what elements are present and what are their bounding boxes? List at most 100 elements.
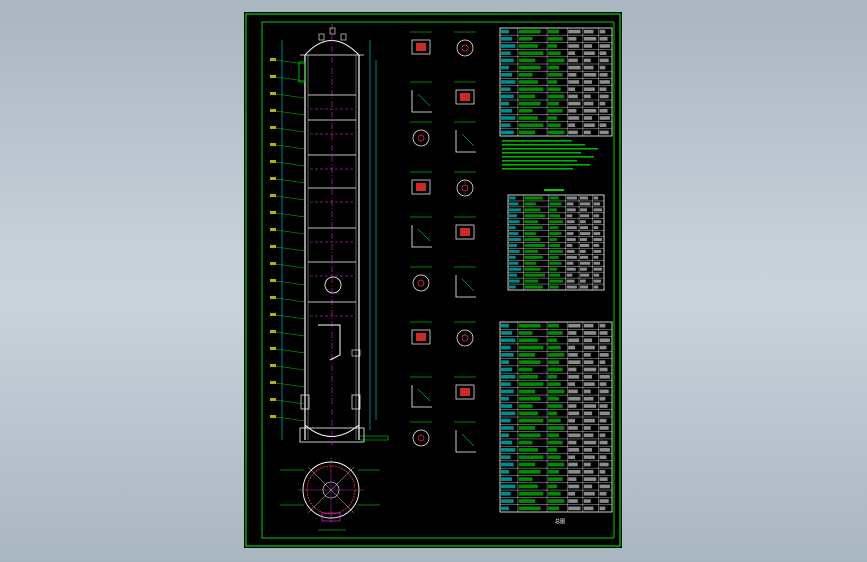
detail-inner-circle <box>417 134 425 142</box>
nozzle-table-cell-text <box>524 232 536 236</box>
technical-characteristics-table-cell-text <box>518 29 541 34</box>
technical-characteristics-table-cell-text <box>518 65 541 70</box>
detail-angle <box>455 130 476 153</box>
nozzle-table-cell-text <box>580 232 591 236</box>
parts-list-table-cell-text <box>501 462 514 467</box>
nozzle-table-title <box>544 189 564 191</box>
parts-list-table-cell-text <box>568 448 580 452</box>
parts-list-table-cell-text <box>599 360 606 365</box>
nozzle-table-cell-text <box>524 285 543 289</box>
nozzle-table-cell-text <box>509 273 518 277</box>
parts-list-table-cell-text <box>548 411 558 416</box>
parts-list-table-cell-text <box>599 440 608 445</box>
detail-weld <box>460 228 470 236</box>
sheet-inner-border <box>261 21 615 539</box>
technical-characteristics-table-cell-text <box>548 80 558 84</box>
nozzle-table-cell-text <box>566 279 575 283</box>
parts-list-table-cell-text <box>583 433 594 438</box>
detail-weld <box>416 333 426 341</box>
technical-characteristics-table-cell-text <box>583 51 595 55</box>
technical-characteristics-table-cell-text <box>501 29 509 34</box>
nozzle-table-cell-text <box>524 261 536 265</box>
nozzle-table-cell-text <box>509 226 516 230</box>
detail-view <box>454 216 476 240</box>
nozzle-table-cell-text <box>549 196 559 200</box>
sheet-outer-border <box>245 13 621 547</box>
technical-characteristics-table-cell-text <box>568 87 576 91</box>
parts-list-table-cell-text <box>518 426 536 430</box>
nozzle-table-cell-text <box>580 226 589 230</box>
parts-list-table-cell-text <box>568 338 580 343</box>
nozzle-table-cell-text <box>580 202 591 206</box>
nozzle-table-cell-text <box>509 238 522 242</box>
detail-dimension <box>461 133 475 147</box>
technical-characteristics-table-cell-text <box>599 44 610 48</box>
technical-characteristics-table-cell-text <box>548 44 558 48</box>
parts-list-table-cell-text <box>548 484 558 489</box>
detail-view <box>410 421 432 447</box>
nozzle-table-cell-text <box>593 255 599 259</box>
parts-list-table-cell-text <box>548 491 561 496</box>
parts-list-table-cell-text <box>548 353 565 357</box>
parts-list-table-cell-text <box>501 374 516 379</box>
technical-characteristics-table-cell-text <box>583 44 593 48</box>
nozzle-table-cell-text <box>593 208 603 212</box>
part-number-marker <box>270 92 276 95</box>
nozzle-table-cell-text <box>580 238 587 242</box>
parts-list-table-cell-text <box>518 484 538 489</box>
parts-list-table-cell-text <box>548 499 565 503</box>
nozzle-table-cell-text <box>593 285 599 289</box>
technical-characteristics-table-cell-text <box>568 73 577 77</box>
parts-list-table-cell-text <box>599 448 610 452</box>
nozzle-table-cell-text <box>549 226 559 230</box>
technical-characteristics-table-cell-text <box>548 73 563 77</box>
nozzle-table-cell-text <box>593 196 599 200</box>
nozzle-table-cell-text <box>549 261 562 265</box>
parts-list-table-cell-text <box>568 484 580 489</box>
detail-view <box>454 81 476 105</box>
parts-list-table-cell-text <box>501 440 513 445</box>
parts-list-table-cell-text <box>583 360 594 365</box>
detail-view <box>454 376 476 400</box>
parts-list-table-cell-text <box>583 426 591 430</box>
technical-characteristics-table-cell-text <box>583 109 597 113</box>
nozzle-table-cell-text <box>549 238 557 242</box>
detail-inner-circle <box>461 334 469 342</box>
technical-characteristics-table-cell-text <box>599 116 610 120</box>
tower-plan-view <box>280 457 380 531</box>
technical-characteristics-table-cell-text <box>548 51 561 55</box>
parts-list-table-cell-text <box>518 404 533 408</box>
parts-list-table-cell-text <box>518 331 533 335</box>
parts-list-table-cell-text <box>599 404 608 408</box>
detail-dimension <box>461 433 475 447</box>
detail-angle <box>455 275 476 298</box>
parts-list-table-cell-text <box>599 506 606 511</box>
nozzle-table-cell-text <box>566 232 574 236</box>
technical-characteristics-table-cell-text <box>518 80 538 84</box>
parts-list-table-cell-text <box>568 499 578 503</box>
parts-list-table-cell-text <box>501 491 511 496</box>
nozzle-table-cell-text <box>549 279 564 283</box>
nozzle-table-cell-text <box>580 267 587 271</box>
technical-characteristics-table-cell-text <box>583 58 591 63</box>
parts-list-table-cell-text <box>501 448 516 452</box>
nozzle-table-cell-text <box>580 255 589 259</box>
parts-list-table-cell-text <box>501 338 516 343</box>
part-number-marker <box>270 126 276 129</box>
detail-outline <box>455 224 475 240</box>
parts-list-table-cell-text <box>518 418 544 423</box>
parts-list-table-cell-text <box>583 331 597 335</box>
nozzle-table-cell-text <box>549 243 561 247</box>
parts-list-table-cell-text <box>548 440 563 445</box>
parts-list-table-cell-text <box>599 389 609 394</box>
nozzle-table-cell-text <box>566 267 576 271</box>
parts-list-table-cell-text <box>568 455 576 460</box>
detail-inner-circle <box>417 279 425 287</box>
technical-characteristics-table-cell-text <box>583 80 593 84</box>
parts-list-table-cell-text <box>583 396 594 401</box>
detail-weld <box>460 93 470 101</box>
nozzle-table-cell-text <box>509 196 516 200</box>
leader-line <box>275 212 306 218</box>
part-number-marker <box>270 58 276 61</box>
part-number-marker <box>270 415 276 418</box>
